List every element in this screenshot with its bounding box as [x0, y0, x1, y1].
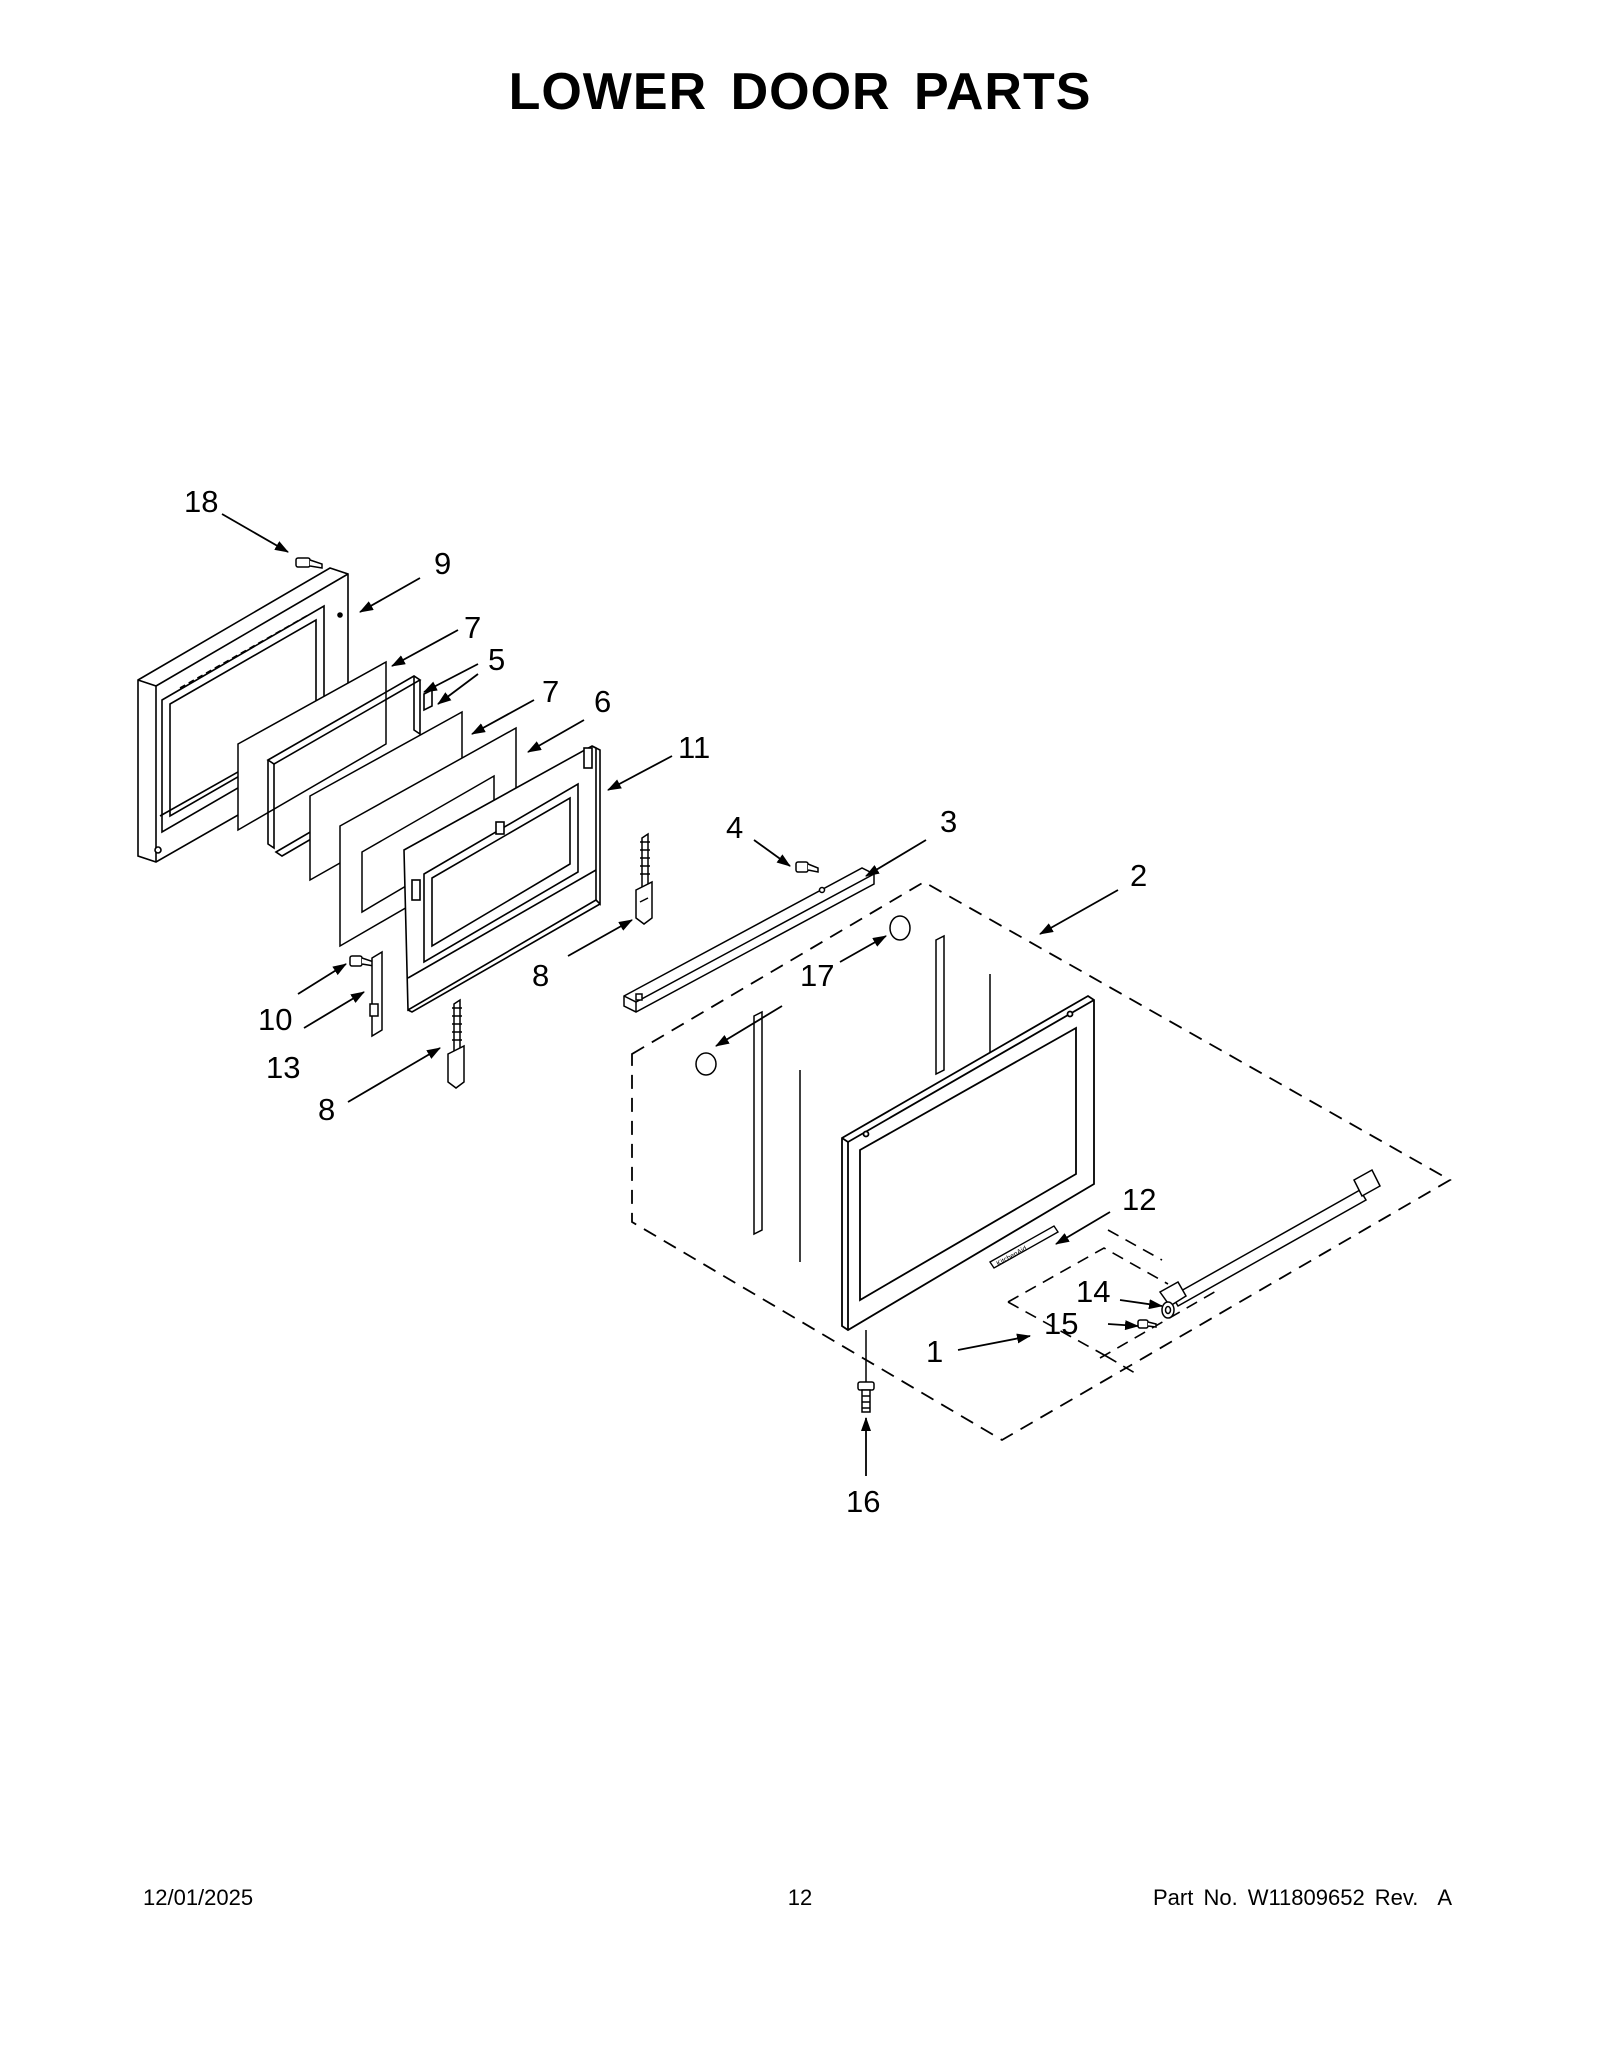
callout-18: 18 [184, 484, 218, 519]
footer-part-label: Part No. [1152, 1885, 1238, 1910]
callout-16: 16 [846, 1484, 880, 1519]
door-handle-assembly [1158, 1168, 1381, 1308]
bracket-part-13 [369, 950, 383, 1038]
callout-4: 4 [726, 810, 743, 845]
screw-part-4 [795, 861, 819, 873]
outer-door-glass-part-1 [841, 994, 1095, 1332]
footer-page-number: 12 [787, 1885, 813, 1910]
glass-pane-part-7-front [237, 660, 387, 832]
callout-2: 2 [1130, 858, 1147, 893]
callout-7-rear: 7 [542, 674, 559, 709]
screw-part-10 [349, 955, 375, 967]
callout-6: 6 [594, 684, 611, 719]
door-side-channel-left [753, 1010, 763, 1236]
callout-10: 10 [258, 1002, 292, 1037]
callout-11: 11 [678, 730, 710, 765]
callout-7-front: 7 [464, 610, 481, 645]
screw-part-16 [857, 1330, 875, 1413]
cap-part-17-lower [695, 1052, 717, 1076]
footer-part-info: Part No. W11809652 Rev. A [1143, 1885, 1452, 1911]
spacer-part-14 [1161, 1301, 1175, 1319]
screw-part-15 [1137, 1319, 1157, 1329]
callout-8-lower: 8 [318, 1092, 335, 1127]
footer-date: 12/01/2025 [143, 1885, 254, 1910]
leader-arrows [221, 513, 1163, 1476]
door-top-trim-part-3 [623, 867, 875, 1013]
outer-door-assembly-outline-part-2 [631, 880, 1452, 1442]
callout-17: 17 [800, 958, 834, 993]
door-inner-frame-part-11 [403, 745, 601, 1013]
screw-part-18 [295, 557, 323, 569]
handle-subassembly-outline [1007, 1229, 1219, 1377]
callout-15: 15 [1044, 1306, 1078, 1341]
callout-1: 1 [926, 1334, 943, 1369]
callout-14: 14 [1076, 1274, 1110, 1309]
footer-revision: Rev. A [1374, 1885, 1452, 1910]
callout-13: 13 [266, 1050, 300, 1085]
footer-part-number: W11809652 [1247, 1885, 1365, 1910]
hinge-part-8-lower [447, 998, 465, 1089]
callout-12: 12 [1122, 1182, 1156, 1217]
page-title: LOWER DOOR PARTS [508, 63, 1092, 121]
callout-5: 5 [488, 642, 505, 677]
callout-3: 3 [940, 804, 957, 839]
door-side-channel-right [935, 934, 945, 1076]
cap-part-17-upper [889, 915, 911, 941]
callout-9: 9 [434, 546, 451, 581]
hinge-part-8-upper [635, 832, 653, 925]
callout-8-upper: 8 [532, 958, 549, 993]
